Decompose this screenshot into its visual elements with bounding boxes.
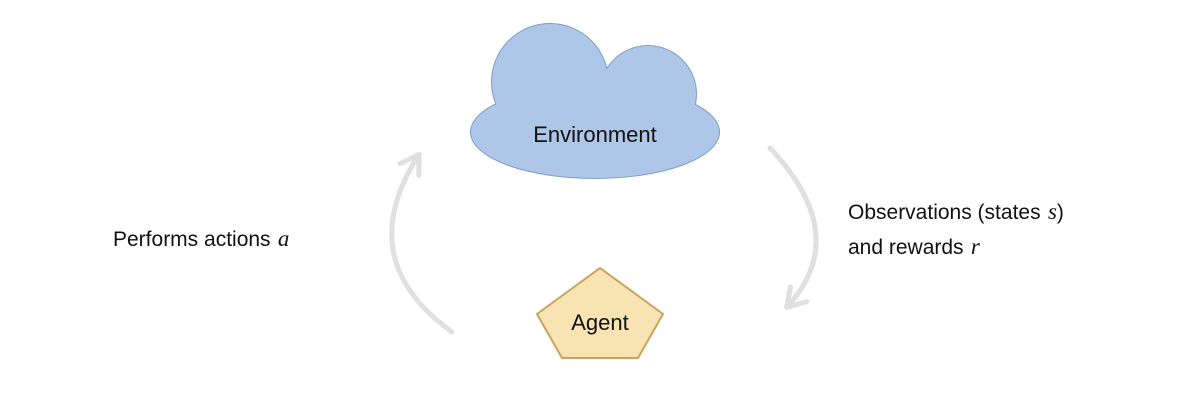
environment-label: Environment <box>533 122 657 147</box>
environment-cloud-shape <box>470 23 720 179</box>
agent-pentagon-shape <box>536 267 664 359</box>
actions-label-text: Performs actions <box>113 228 271 251</box>
observations-line1-text: Observations (states <box>848 201 1041 224</box>
observations-arrow <box>767 145 819 310</box>
observations-line1-suffix: ) <box>1056 201 1064 224</box>
agent-label: Agent <box>571 310 629 335</box>
state-variable: s <box>1047 199 1057 224</box>
observations-edge-label: Observations (states s) and rewards r <box>848 195 1064 265</box>
observations-line2: and rewards r <box>848 230 1064 265</box>
reward-variable: r <box>970 234 980 259</box>
observations-line1: Observations (states s) <box>848 195 1064 230</box>
actions-arrow <box>389 151 455 335</box>
observations-line2-text: and rewards <box>848 236 964 259</box>
action-variable: a <box>277 226 290 251</box>
actions-edge-label: Performs actions a <box>113 226 289 252</box>
